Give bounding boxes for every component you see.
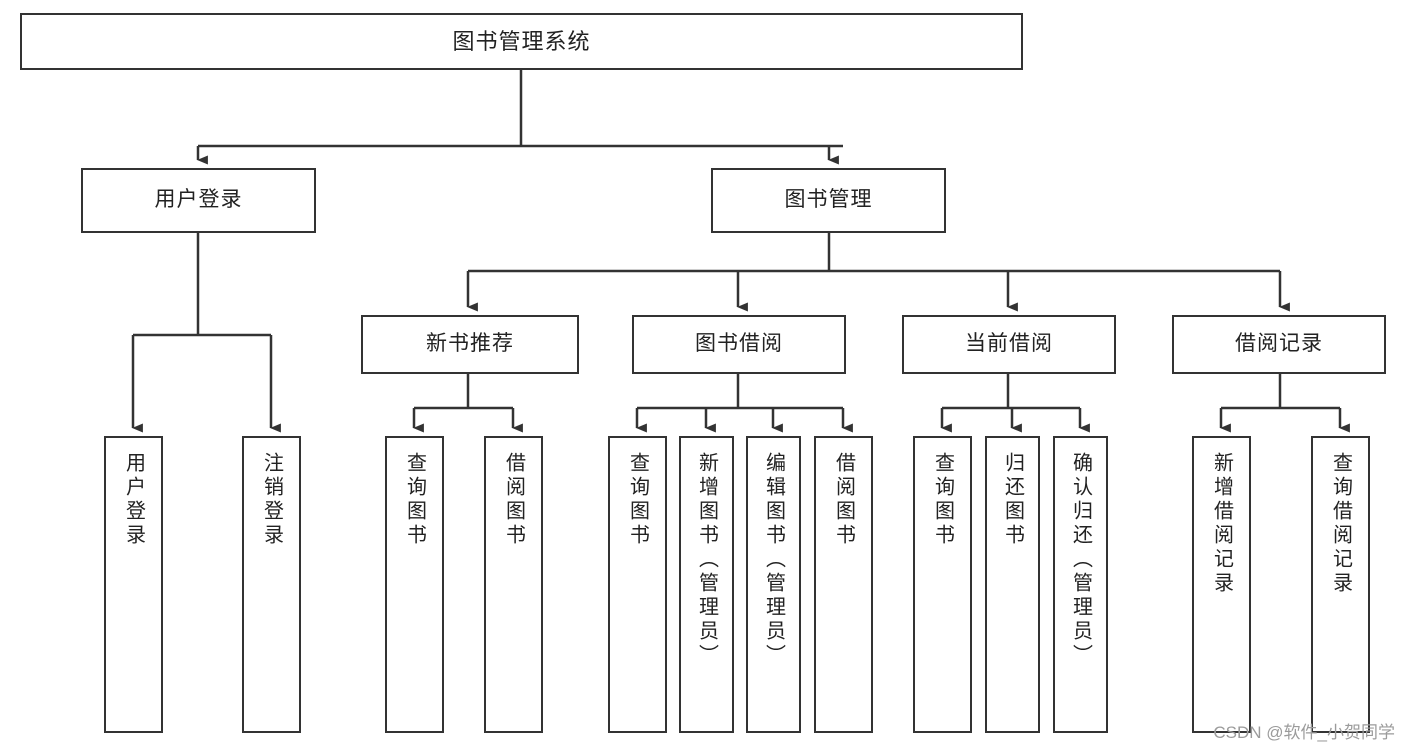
node-leaf-query-book-1-label: 查询图书 <box>403 452 426 548</box>
node-leaf-add-book[interactable]: 新增图书（管理员） <box>679 436 734 733</box>
node-leaf-user-logout-label: 注销登录 <box>260 452 283 548</box>
node-leaf-borrow-book-1[interactable]: 借阅图书 <box>484 436 543 733</box>
node-new-book-rec[interactable]: 新书推荐 <box>361 315 579 374</box>
node-user-login-label: 用户登录 <box>154 188 243 212</box>
node-user-login[interactable]: 用户登录 <box>81 168 316 233</box>
node-leaf-query-book-3[interactable]: 查询图书 <box>913 436 972 733</box>
node-leaf-edit-book[interactable]: 编辑图书（管理员） <box>746 436 801 733</box>
node-leaf-user-login[interactable]: 用户登录 <box>104 436 163 733</box>
node-leaf-confirm-return[interactable]: 确认归还（管理员） <box>1053 436 1108 733</box>
node-root[interactable]: 图书管理系统 <box>20 13 1023 70</box>
node-leaf-query-record[interactable]: 查询借阅记录 <box>1311 436 1370 733</box>
node-leaf-borrow-book-1-label: 借阅图书 <box>502 452 525 548</box>
node-leaf-edit-book-label: 编辑图书（管理员） <box>762 452 785 668</box>
node-current-borrow[interactable]: 当前借阅 <box>902 315 1116 374</box>
node-book-borrow-label: 图书借阅 <box>695 332 783 356</box>
node-current-borrow-label: 当前借阅 <box>965 332 1053 356</box>
node-leaf-user-logout[interactable]: 注销登录 <box>242 436 301 733</box>
node-leaf-query-record-label: 查询借阅记录 <box>1329 452 1352 596</box>
node-leaf-query-book-2-label: 查询图书 <box>626 452 649 548</box>
node-leaf-add-book-label: 新增图书（管理员） <box>695 452 718 668</box>
node-leaf-add-record-label: 新增借阅记录 <box>1210 452 1233 596</box>
node-leaf-add-record[interactable]: 新增借阅记录 <box>1192 436 1251 733</box>
node-book-manage[interactable]: 图书管理 <box>711 168 946 233</box>
node-leaf-query-book-2[interactable]: 查询图书 <box>608 436 667 733</box>
node-borrow-record-label: 借阅记录 <box>1235 332 1323 356</box>
node-book-borrow[interactable]: 图书借阅 <box>632 315 846 374</box>
node-leaf-query-book-3-label: 查询图书 <box>931 452 954 548</box>
node-root-label: 图书管理系统 <box>452 28 591 54</box>
watermark: CSDN @软件_小贺同学 <box>1213 723 1395 742</box>
node-leaf-borrow-book-2[interactable]: 借阅图书 <box>814 436 873 733</box>
node-leaf-user-login-label: 用户登录 <box>122 452 145 548</box>
node-new-book-rec-label: 新书推荐 <box>426 332 514 356</box>
node-borrow-record[interactable]: 借阅记录 <box>1172 315 1386 374</box>
node-leaf-confirm-return-label: 确认归还（管理员） <box>1069 452 1092 668</box>
node-leaf-borrow-book-2-label: 借阅图书 <box>832 452 855 548</box>
node-leaf-return-book-label: 归还图书 <box>1001 452 1024 548</box>
node-book-manage-label: 图书管理 <box>784 188 873 212</box>
node-leaf-return-book[interactable]: 归还图书 <box>985 436 1040 733</box>
node-leaf-query-book-1[interactable]: 查询图书 <box>385 436 444 733</box>
